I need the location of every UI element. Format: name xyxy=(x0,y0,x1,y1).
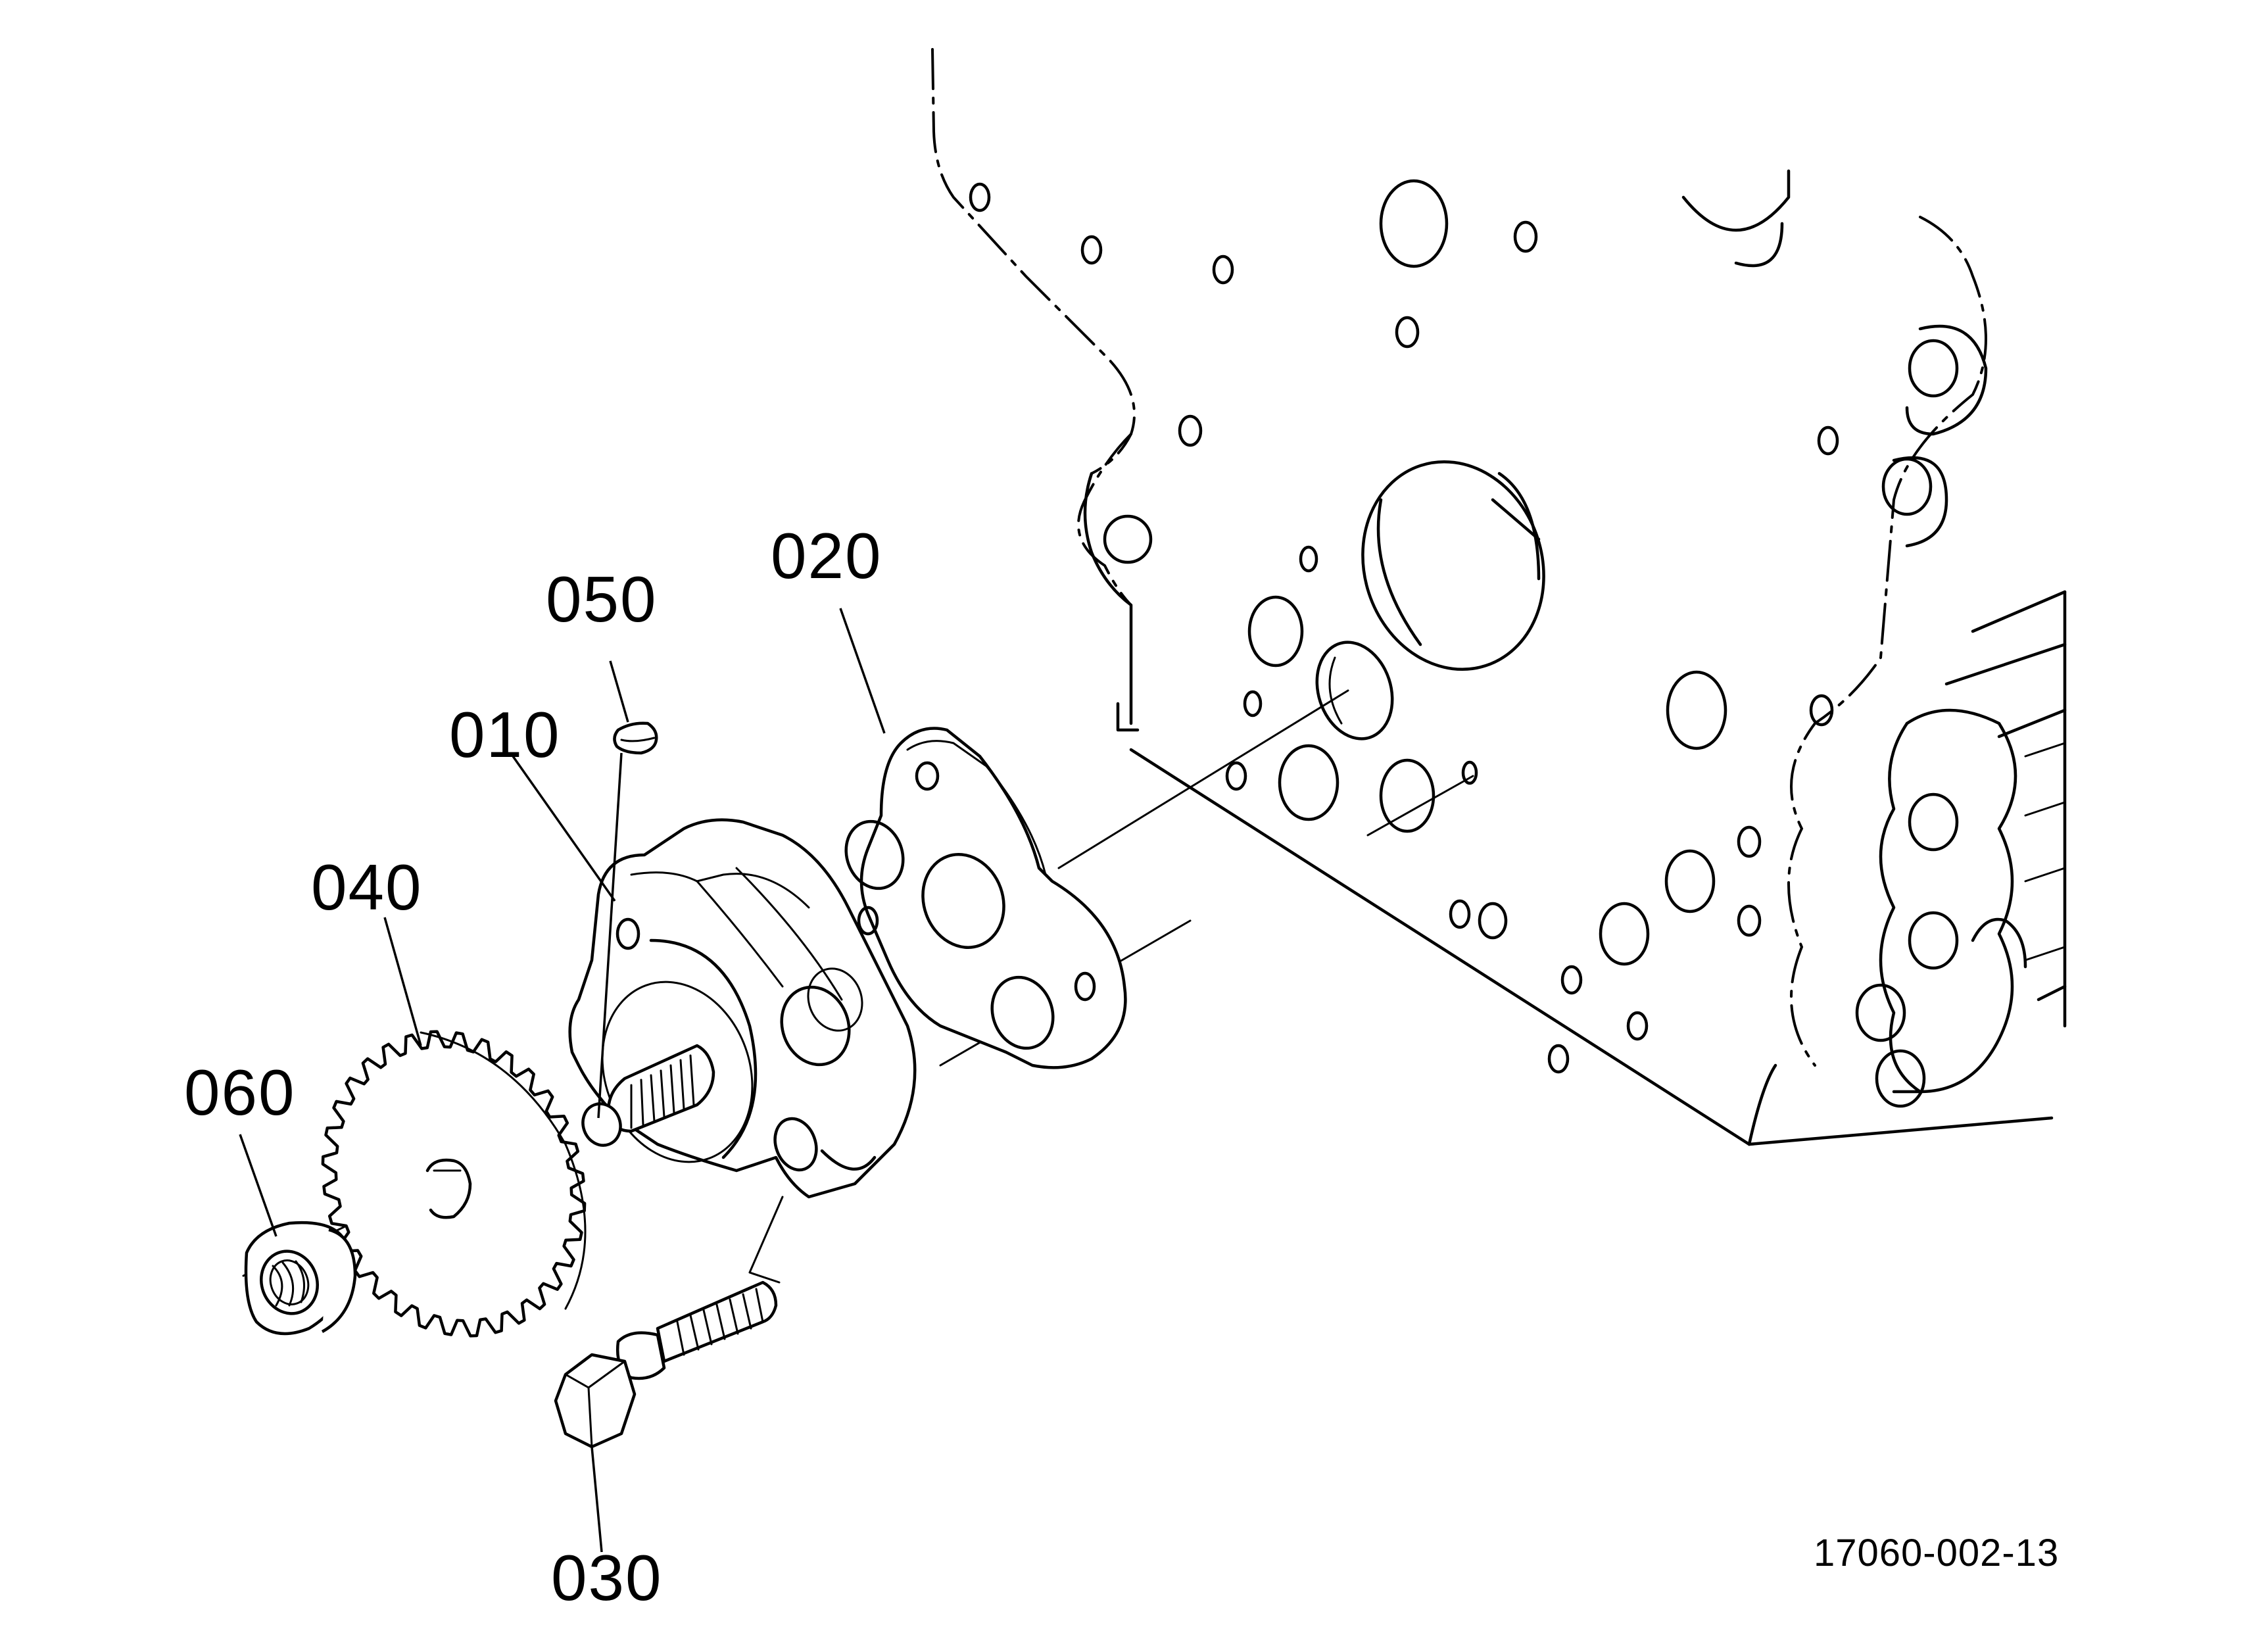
callout-010: 010 xyxy=(449,698,561,771)
part-010-oil-pump xyxy=(568,818,917,1199)
callout-040: 040 xyxy=(311,851,423,923)
callout-060: 060 xyxy=(184,1056,296,1128)
callout-030: 030 xyxy=(551,1541,663,1614)
leader-lines xyxy=(239,608,886,1553)
part-020-gasket xyxy=(844,727,1127,1069)
drawing-number: 17060-002-13 xyxy=(1814,1532,2060,1574)
callout-020: 020 xyxy=(771,520,882,592)
part-040-gear xyxy=(321,1030,587,1338)
callout-050: 050 xyxy=(546,563,658,635)
engine-block xyxy=(931,48,2067,1146)
part-060-nut xyxy=(244,1221,357,1336)
part-050-key xyxy=(613,721,658,755)
part-030-bolt xyxy=(554,1196,784,1449)
